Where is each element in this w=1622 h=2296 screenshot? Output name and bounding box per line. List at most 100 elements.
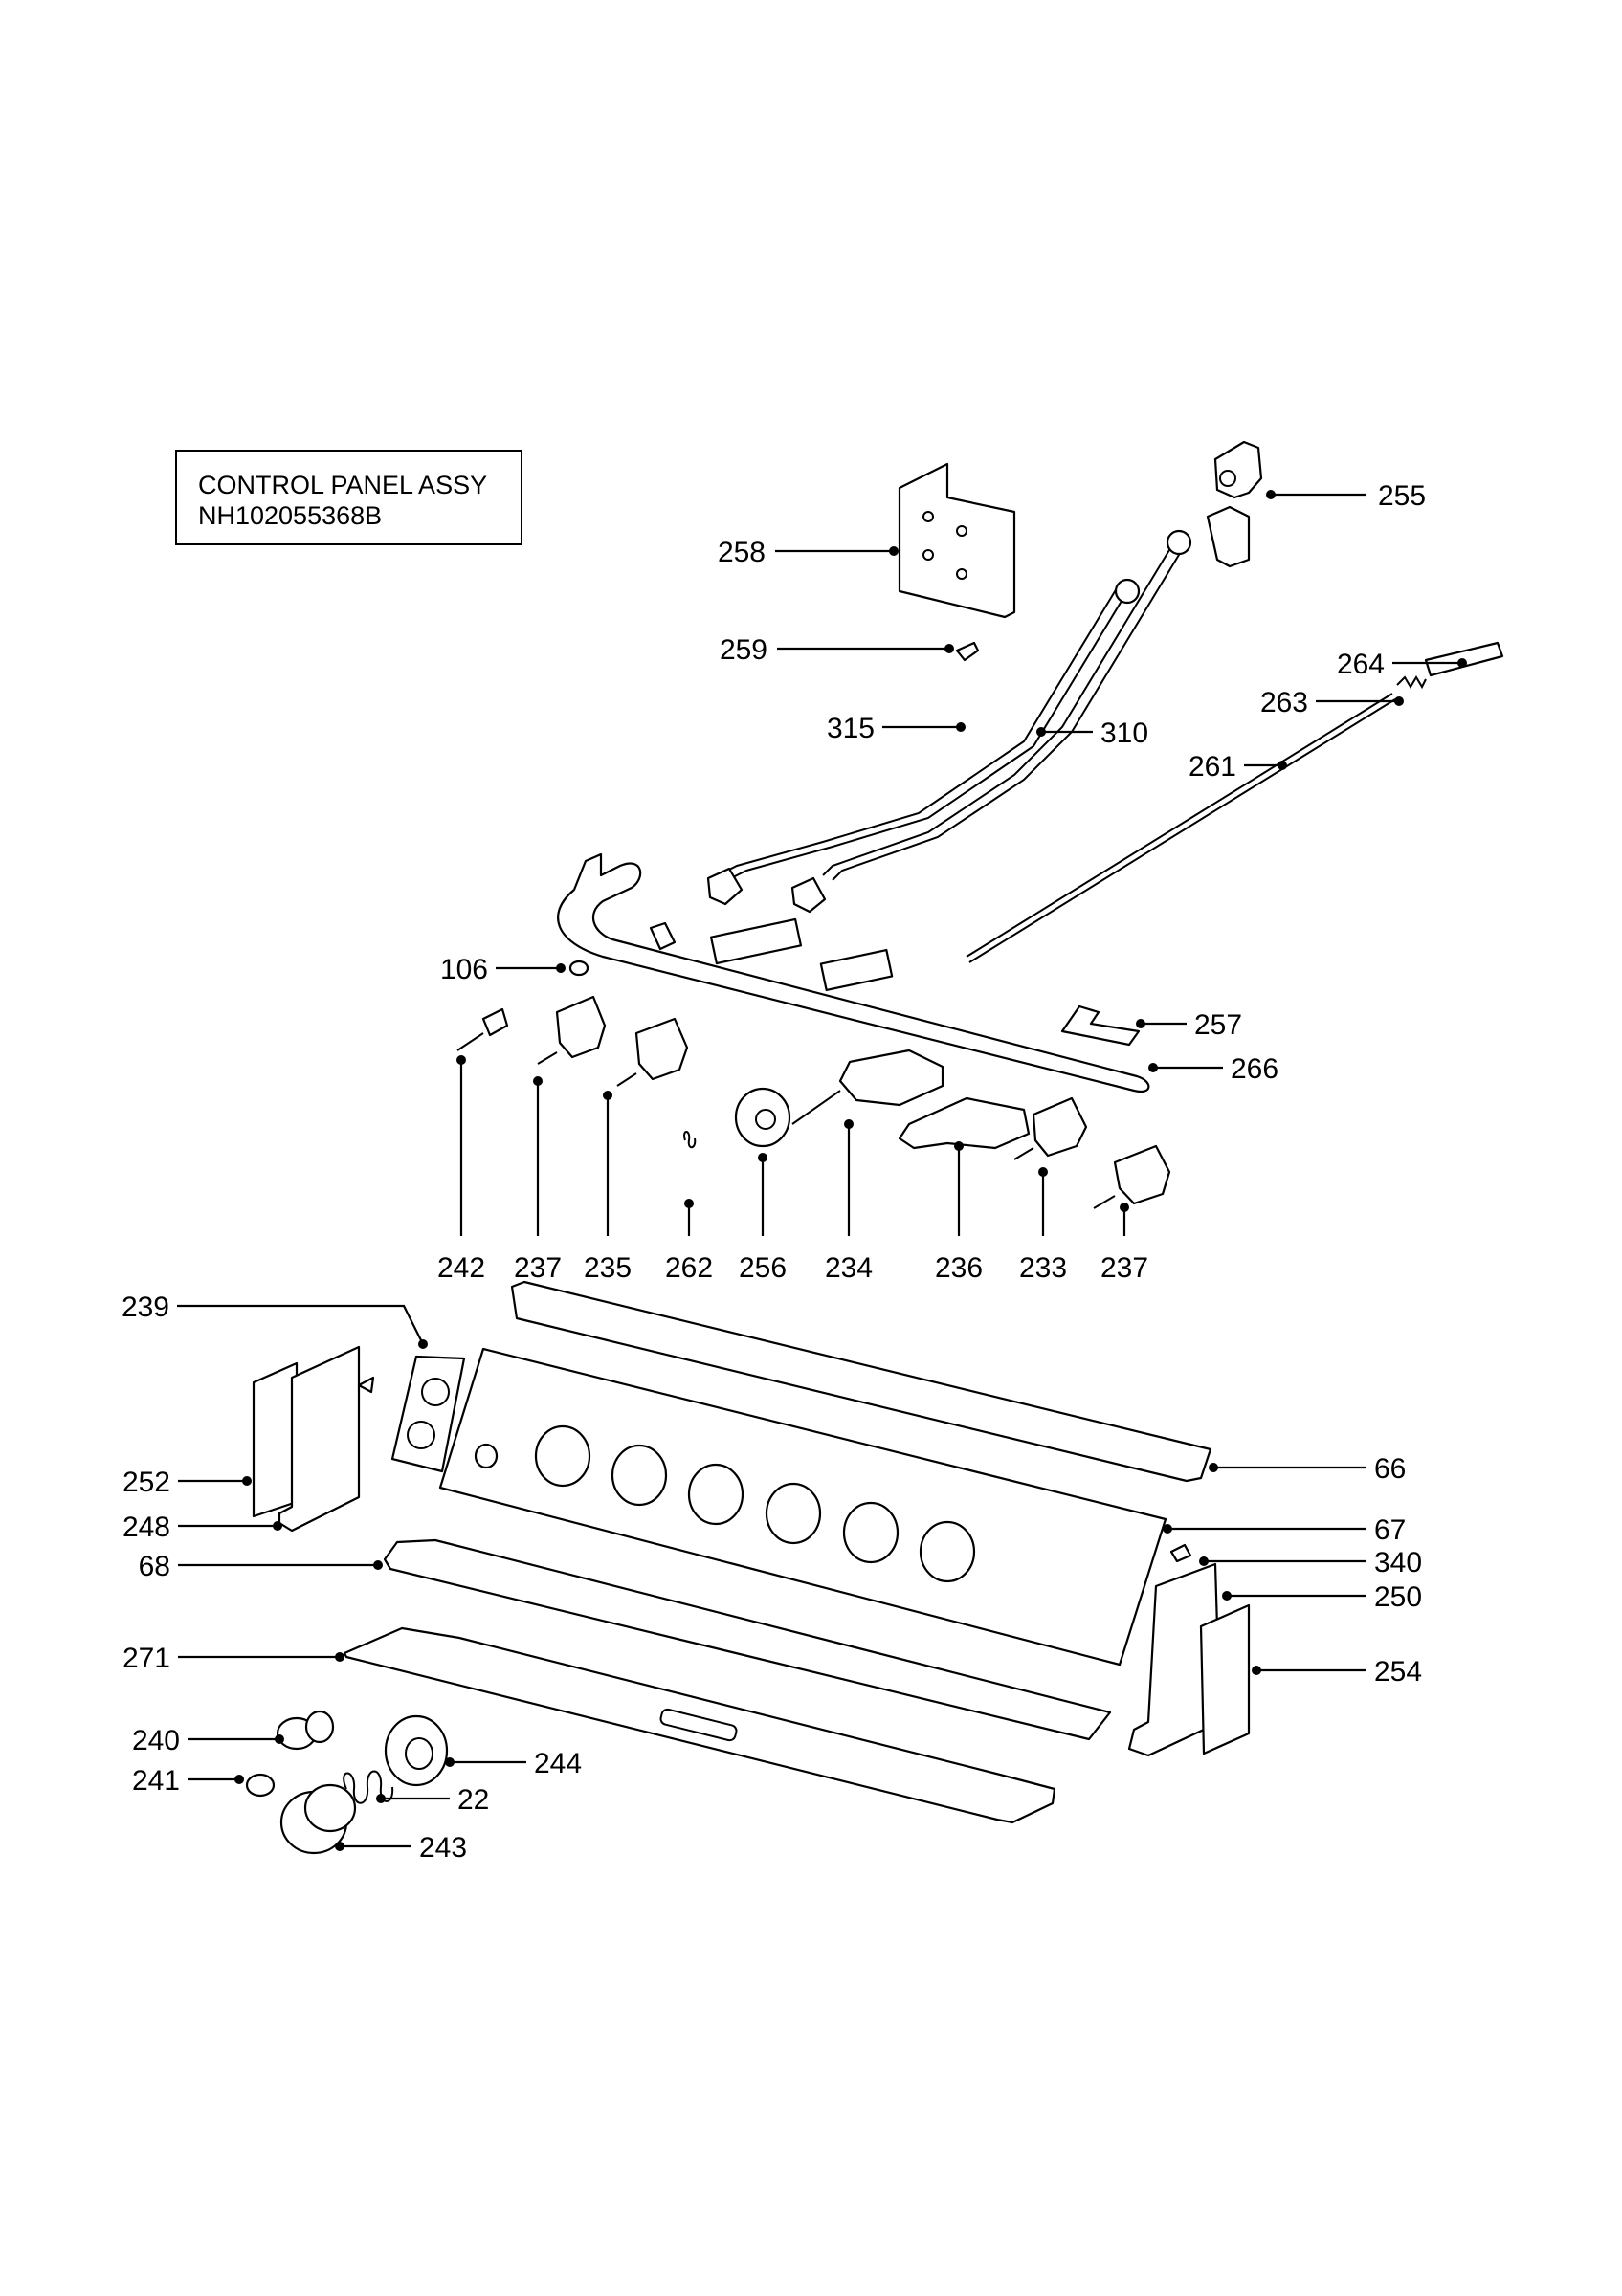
callout-label-240: 240 <box>132 1725 180 1756</box>
part-261-rod <box>966 693 1393 958</box>
leader-dot-262 <box>684 1199 694 1208</box>
leader-dot-248 <box>273 1521 282 1531</box>
part-310-tube <box>822 540 1176 876</box>
part-271-bottom-plate <box>343 1626 1056 1824</box>
part-68-lower-trim <box>383 1538 1112 1741</box>
part-237-valve-right <box>1093 1144 1171 1209</box>
callout-label-257: 257 <box>1194 1009 1242 1041</box>
part-237-valve-left <box>537 995 607 1065</box>
leader-dot-254 <box>1252 1666 1261 1675</box>
part-242-valve <box>456 1007 509 1051</box>
callout-label-266: 266 <box>1231 1053 1278 1085</box>
leader-dot-68 <box>373 1560 383 1570</box>
leader-dot-234 <box>844 1119 854 1129</box>
leader-dot-266 <box>1148 1063 1158 1072</box>
callout-label-237a: 237 <box>514 1252 562 1284</box>
leader-dot-261 <box>1278 761 1287 770</box>
part-244-knob-bezel <box>384 1714 449 1787</box>
part-67-control-panel <box>438 1347 1167 1667</box>
callout-label-67: 67 <box>1374 1514 1406 1546</box>
leader-dot-315 <box>956 722 966 732</box>
leader-dot-233 <box>1038 1167 1048 1177</box>
part-239-plate <box>390 1355 466 1473</box>
leader-dot-256 <box>758 1153 767 1162</box>
leader-dot-257 <box>1136 1019 1145 1028</box>
leader-dot-106 <box>556 963 566 973</box>
leader-dot-264 <box>1457 658 1467 668</box>
leader-dot-67 <box>1163 1524 1172 1534</box>
part-236-valve <box>898 1096 1031 1150</box>
part-240-bulb-holder <box>276 1710 335 1751</box>
callout-label-255: 255 <box>1378 480 1426 512</box>
leader-dot-258 <box>889 546 899 556</box>
part-66-top-trim <box>510 1280 1212 1483</box>
leader-dot-255 <box>1266 490 1276 499</box>
part-310-end-fitting <box>1166 529 1192 556</box>
callout-label-22: 22 <box>457 1784 489 1816</box>
part-310-nut <box>790 876 827 914</box>
leader-lines <box>177 490 1467 1851</box>
part-250-side-bracket <box>1127 1562 1222 1757</box>
leader-dot-252 <box>242 1476 252 1486</box>
leader-dot-243 <box>335 1842 344 1851</box>
part-drawings <box>245 440 1504 1855</box>
part-262-clip <box>683 1131 697 1149</box>
callout-label-310: 310 <box>1100 718 1148 749</box>
leader-dot-241 <box>234 1775 244 1784</box>
callout-label-258: 258 <box>718 537 766 568</box>
callout-label-234: 234 <box>825 1252 873 1284</box>
leader-line-239 <box>177 1304 424 1345</box>
part-258-bracket <box>898 462 1016 619</box>
part-315-tube-edge <box>726 587 1130 881</box>
part-234-valve <box>791 1049 944 1125</box>
leader-dot-271 <box>335 1652 344 1662</box>
callout-label-259: 259 <box>720 634 767 666</box>
callout-label-261: 261 <box>1189 751 1236 783</box>
part-315-nut <box>706 867 744 906</box>
part-310-tube-edge <box>832 544 1186 881</box>
callout-label-242: 242 <box>437 1252 485 1284</box>
part-254-side-cover <box>1199 1603 1251 1755</box>
assembly-title: CONTROL PANEL ASSY <box>198 471 488 499</box>
callout-label-236: 236 <box>935 1252 983 1284</box>
leader-dot-340 <box>1199 1556 1209 1566</box>
leader-dot-22 <box>376 1794 386 1803</box>
callout-label-237b: 237 <box>1100 1252 1148 1284</box>
leader-dot-244 <box>445 1757 455 1767</box>
callout-label-315: 315 <box>827 713 875 744</box>
leader-dot-250 <box>1222 1591 1232 1601</box>
callout-label-233: 233 <box>1019 1252 1067 1284</box>
part-248-tab <box>357 1376 375 1394</box>
part-259-clip <box>955 641 980 662</box>
part-256-thermostat-cap <box>734 1087 791 1148</box>
leader-dot-66 <box>1209 1463 1218 1472</box>
part-263-spring <box>1396 675 1427 690</box>
callout-label-252: 252 <box>122 1467 170 1498</box>
part-315-tube <box>717 583 1121 876</box>
leader-dot-263 <box>1394 696 1404 706</box>
callout-label-263: 263 <box>1260 687 1308 718</box>
callout-label-66: 66 <box>1374 1453 1406 1485</box>
part-340-clip <box>1169 1543 1192 1563</box>
part-266-manifold <box>557 852 1150 1093</box>
part-235-valve <box>616 1017 689 1087</box>
leader-dot-237a <box>533 1076 543 1086</box>
leader-dot-240 <box>275 1734 284 1744</box>
callout-label-239: 239 <box>122 1292 169 1323</box>
part-252-side-cover <box>252 1361 299 1518</box>
callout-label-248: 248 <box>122 1512 170 1543</box>
leader-dot-242 <box>456 1055 466 1065</box>
callout-label-241: 241 <box>132 1765 180 1797</box>
callout-label-340: 340 <box>1374 1547 1422 1578</box>
part-number: NH102055368B <box>198 501 383 530</box>
part-261-rod-edge <box>968 698 1396 963</box>
leader-dot-259 <box>944 644 954 653</box>
part-257-clip <box>1060 1004 1141 1047</box>
callout-label-256: 256 <box>739 1252 787 1284</box>
callout-label-243: 243 <box>419 1832 467 1864</box>
callout-label-264: 264 <box>1337 649 1385 680</box>
callout-label-68: 68 <box>139 1551 170 1582</box>
callout-label-262: 262 <box>665 1252 713 1284</box>
